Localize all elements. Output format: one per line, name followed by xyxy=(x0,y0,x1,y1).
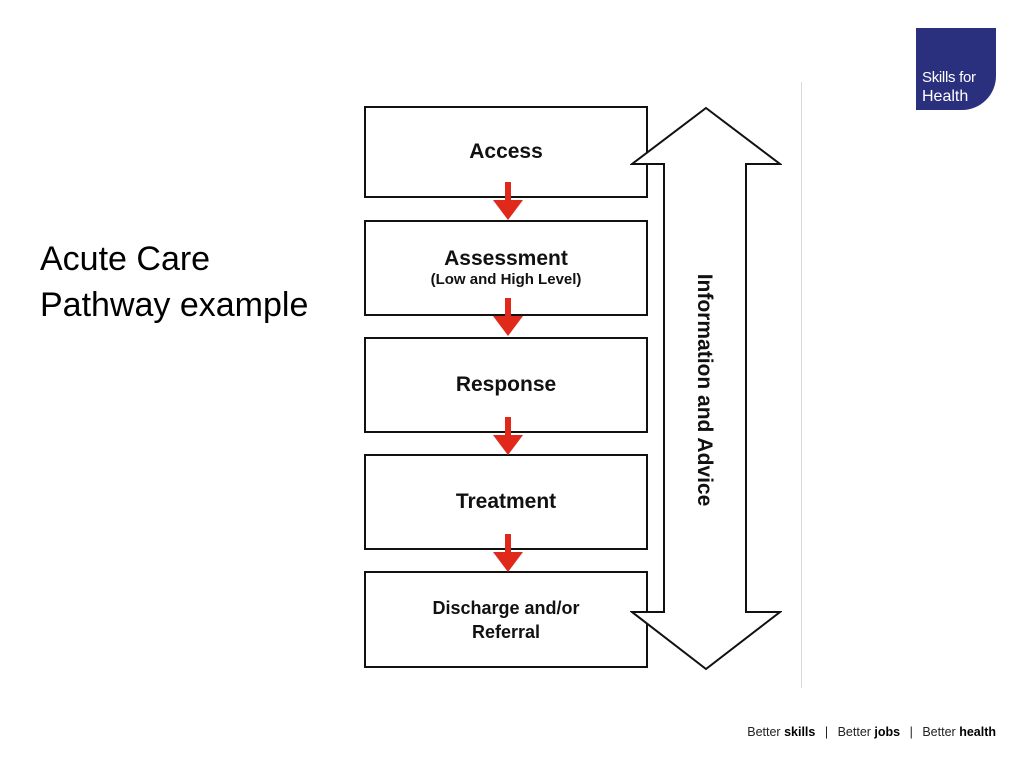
step-assessment-sublabel: (Low and High Level) xyxy=(430,271,582,288)
step-assessment: Assessment (Low and High Level) xyxy=(364,220,648,316)
step-discharge-label: Discharge and/or Referral xyxy=(432,597,580,642)
footer-tagline: Better skills | Better jobs | Better hea… xyxy=(747,725,996,739)
footer-better-3: Better xyxy=(922,725,956,739)
skills-for-health-logo: Skills for Health xyxy=(916,28,996,110)
down-arrow-icon xyxy=(493,182,523,220)
double-headed-arrow-icon xyxy=(630,106,782,671)
footer-separator: | xyxy=(909,725,913,739)
down-arrow-icon xyxy=(493,534,523,572)
logo-text-line2: Health xyxy=(922,88,969,105)
slide-title: Acute Care Pathway example xyxy=(40,240,309,324)
step-access-label: Access xyxy=(469,140,543,163)
footer-health: health xyxy=(959,725,996,739)
divider-line xyxy=(801,82,802,688)
footer-skills: skills xyxy=(784,725,816,739)
step-assessment-label: Assessment xyxy=(444,247,568,270)
step-discharge: Discharge and/or Referral xyxy=(364,571,648,668)
information-and-advice-label: Information and Advice xyxy=(693,273,716,507)
logo-text-line1: Skills for xyxy=(922,69,976,86)
step-response-label: Response xyxy=(455,373,557,396)
footer-better-1: Better xyxy=(747,725,781,739)
footer-separator: | xyxy=(824,725,829,739)
footer-better-2: Better xyxy=(837,725,871,739)
footer-jobs: jobs xyxy=(874,725,901,739)
down-arrow-icon xyxy=(493,417,523,455)
step-treatment-label: Treatment xyxy=(455,490,557,513)
down-arrow-icon xyxy=(493,298,523,336)
